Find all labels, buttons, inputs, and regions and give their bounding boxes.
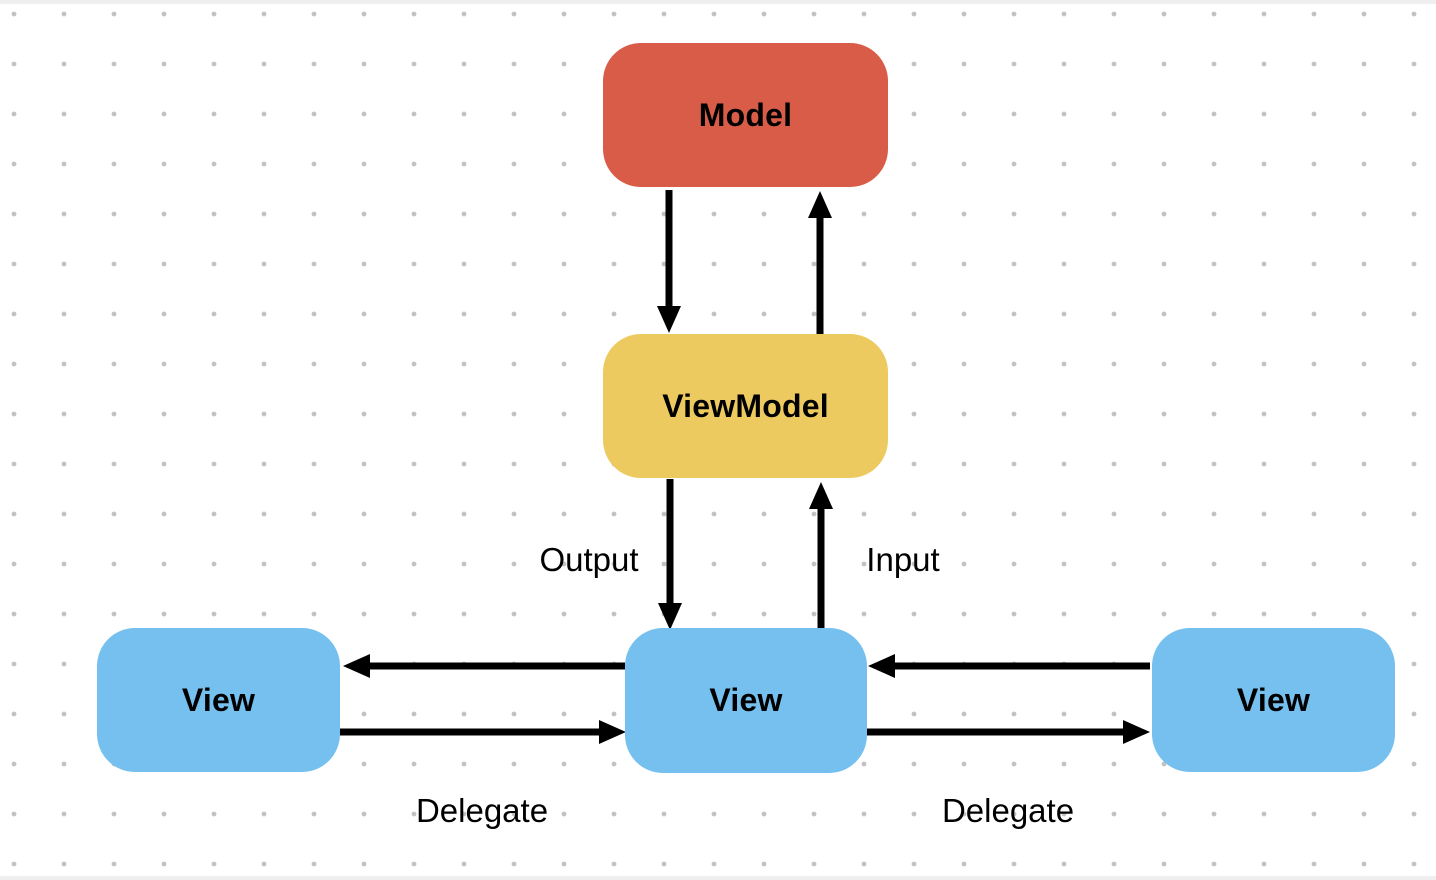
- arrow-view-to-viewmodel-input: [809, 482, 833, 628]
- edge-label-delegate-left: Delegate: [415, 792, 549, 829]
- node-view-center-label: View: [709, 682, 783, 718]
- arrow-viewmodel-to-view-output: [658, 479, 682, 630]
- arrow-view-center-to-view-right-delegate: [867, 720, 1150, 744]
- arrow-model-to-viewmodel: [657, 190, 681, 333]
- window-edge-top: [0, 0, 1436, 4]
- arrow-view-right-to-view-center: [868, 654, 1150, 678]
- node-viewmodel-label: ViewModel: [662, 387, 829, 424]
- node-model-label: Model: [698, 96, 793, 133]
- node-view-right[interactable]: View: [1152, 628, 1395, 772]
- node-view-left-label: View: [181, 681, 256, 718]
- node-view-left[interactable]: View: [97, 628, 340, 772]
- edge-label-output: Output: [539, 541, 639, 578]
- edge-label-delegate-right: Delegate: [941, 792, 1075, 829]
- arrow-view-center-to-view-left: [343, 654, 625, 678]
- arrow-view-left-to-view-center-delegate: [340, 720, 626, 744]
- node-model[interactable]: Model: [603, 43, 888, 187]
- node-view-center[interactable]: View: [625, 628, 867, 773]
- node-view-right-label: View: [1236, 681, 1311, 718]
- arrow-viewmodel-to-model: [808, 191, 832, 336]
- node-viewmodel[interactable]: ViewModel: [603, 334, 888, 478]
- window-edge-bottom: [0, 876, 1436, 880]
- edge-label-input: Input: [866, 541, 940, 578]
